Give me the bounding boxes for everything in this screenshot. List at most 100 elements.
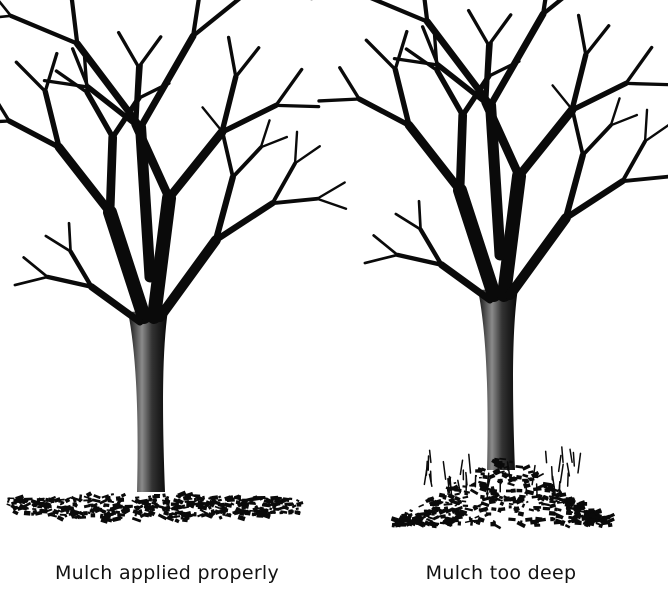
mulch-chip <box>120 506 131 514</box>
branch <box>437 261 494 304</box>
mulch-chip <box>514 510 518 514</box>
branch <box>43 51 59 94</box>
mulch-chip <box>148 497 153 502</box>
branch <box>259 119 271 149</box>
mulch-chip <box>534 523 541 527</box>
mulch-chip <box>102 515 110 521</box>
mulch-chip <box>482 474 488 480</box>
mulch-chip <box>491 458 500 466</box>
mulch-chip <box>161 499 171 505</box>
mulch-chip <box>87 511 91 515</box>
mulch-chip <box>479 485 488 493</box>
mulch-chip <box>233 496 241 501</box>
mulch-chip <box>151 498 158 503</box>
mulch-chip <box>17 499 26 503</box>
mulch-fiber <box>558 480 561 492</box>
mulch-fiber <box>559 463 564 484</box>
mulch-chip <box>12 502 17 505</box>
branch <box>201 106 224 134</box>
mulch-fiber <box>569 448 573 464</box>
branch <box>274 103 321 109</box>
mulch-volcano <box>390 446 616 530</box>
mulch-chip <box>448 520 455 526</box>
mulch-chip <box>70 507 79 514</box>
branch <box>270 161 297 206</box>
branch <box>212 200 276 244</box>
mulch-chip <box>32 509 38 515</box>
branch <box>453 183 501 302</box>
mulch-chip <box>582 521 592 528</box>
mulch-chip <box>7 500 10 503</box>
mulch-chip <box>564 524 571 529</box>
mulch-chip <box>23 510 31 516</box>
mulch-chip <box>70 495 78 501</box>
mulch-chip <box>226 498 233 503</box>
mulch-chip <box>503 495 508 500</box>
mulch-chip <box>152 494 161 499</box>
mulch-chip <box>409 509 413 513</box>
mulch-chip <box>291 504 297 509</box>
branch <box>68 249 94 289</box>
mulch-chip <box>462 504 469 507</box>
mulch-chip <box>581 513 590 521</box>
mulch-chip <box>168 512 173 518</box>
branch <box>315 197 348 210</box>
mulch-chip <box>120 492 127 498</box>
branch <box>423 18 494 109</box>
mulch-chip <box>568 515 577 520</box>
branch <box>234 46 261 79</box>
mulch-chip <box>91 498 101 504</box>
mulch-chip <box>480 494 485 500</box>
branch <box>497 168 527 302</box>
mulch-chip <box>456 501 460 506</box>
branch <box>226 35 238 79</box>
mulch-chip <box>261 503 271 508</box>
branch <box>466 8 491 47</box>
branch <box>356 96 412 128</box>
mulch-chip <box>555 513 564 520</box>
mulch-chip <box>230 502 235 506</box>
mulch-chip <box>132 509 143 516</box>
mulch-chip <box>469 488 479 496</box>
mulch-chip <box>585 510 591 515</box>
mulch-chip <box>175 494 182 499</box>
branch <box>6 118 62 150</box>
mulch-chip <box>8 497 15 500</box>
mulch-chip <box>516 475 522 480</box>
mulch-chip <box>443 503 453 506</box>
mulch-chip <box>235 506 244 514</box>
mulch-chip <box>134 504 144 511</box>
mulch-chip <box>61 504 72 512</box>
mulch-chip <box>479 476 482 479</box>
mulch-chip <box>453 481 457 485</box>
mulch-chip <box>501 473 508 479</box>
mulch-chip <box>99 513 104 518</box>
mulch-chip <box>508 502 514 506</box>
branch <box>404 47 439 73</box>
mulch-chip <box>464 507 474 512</box>
mulch-chip <box>259 497 263 501</box>
mulch-fiber <box>577 452 582 474</box>
mulch-chip <box>515 465 524 469</box>
mulch-chip <box>428 499 437 505</box>
mulch-chip <box>395 519 401 524</box>
branch <box>0 119 11 124</box>
mulch-chip <box>462 495 469 499</box>
mulch-chip <box>562 499 570 505</box>
mulch-chip <box>575 514 582 520</box>
mulch-chip <box>434 522 440 525</box>
branch <box>155 235 221 322</box>
branch <box>212 174 236 244</box>
mulch-chip <box>499 501 505 507</box>
branch <box>482 42 492 106</box>
mulch-chip <box>542 506 551 511</box>
mulch-fiber <box>550 465 554 481</box>
mulch-chip <box>502 463 505 468</box>
branch <box>505 213 571 300</box>
mulch-chip <box>233 510 238 516</box>
branch <box>293 130 299 165</box>
mulch-chip <box>197 504 208 511</box>
mulch-chip <box>277 496 282 500</box>
branch <box>422 0 430 24</box>
mulch-chip <box>463 490 471 494</box>
